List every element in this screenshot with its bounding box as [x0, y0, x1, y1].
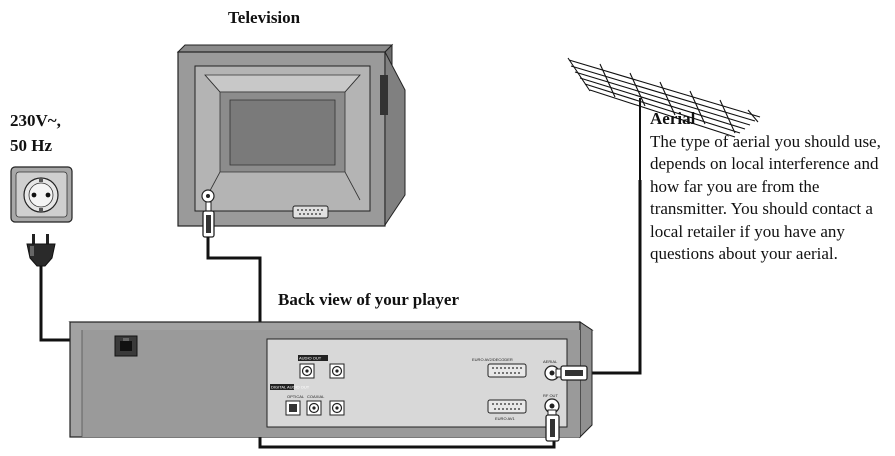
mains-plug — [26, 234, 56, 267]
power-spec-line-2: 50 Hz — [10, 136, 53, 155]
aerial-title: Aerial — [650, 109, 696, 128]
wall-socket — [10, 166, 73, 223]
aerial-in-text: AERIAL — [543, 359, 558, 364]
aerial-cable-plug — [555, 365, 588, 381]
television-illustration — [176, 43, 406, 227]
audio-out-text: AUDIO OUT — [299, 356, 322, 361]
aerial-antenna — [567, 57, 761, 180]
aerial-description: Aerial The type of aerial you should use… — [650, 108, 890, 266]
euro-av1-text: EURO AV1 — [495, 416, 515, 421]
rf-out-text: RF OUT — [543, 393, 558, 398]
television-label: Television — [228, 8, 301, 27]
optical-text: OPTICAL — [287, 394, 305, 399]
aerial-text: The type of aerial you should use, depen… — [650, 131, 881, 264]
digital-out-text: DIGITAL AUDIO OUT — [271, 385, 310, 390]
power-spec-label: 230V~, 50 Hz — [10, 108, 61, 158]
rf-out-cable-plug — [545, 409, 560, 442]
dvd-player-rear: DIGITAL AUDIO OUT AUDIO OUT OPTICAL COAX… — [68, 321, 594, 439]
power-spec-line-1: 230V~, — [10, 111, 61, 130]
back-view-label: Back view of your player — [278, 290, 460, 309]
euro-av2-text: EURO AV2/DECODER — [472, 357, 513, 362]
coaxial-text: COAXIAL — [307, 394, 325, 399]
